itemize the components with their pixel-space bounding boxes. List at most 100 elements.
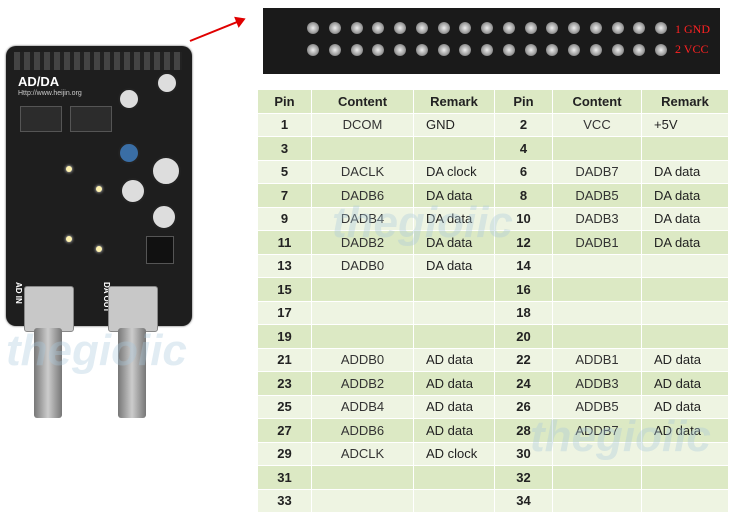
pin-content: ADDB0 (311, 347, 414, 372)
column-header: Content (552, 89, 642, 114)
board-capacitor (118, 88, 140, 110)
pin-remark: GND (413, 112, 495, 137)
gnd-label: 1 GND (675, 22, 710, 36)
watermark: thegioiic (6, 326, 187, 375)
pin-content: DCOM (311, 112, 414, 137)
pin-remark: DA data (641, 230, 729, 255)
ad-bnc-barrel (34, 328, 62, 418)
pin-content: DADB3 (552, 206, 642, 231)
pin-remark (641, 253, 729, 278)
pin-number: 3 (257, 136, 312, 161)
board-url: Http://www.heijin.org (18, 90, 82, 97)
pin-content (311, 465, 414, 490)
pin-remark (641, 277, 729, 302)
pin-remark (413, 136, 495, 161)
column-header: Pin (257, 89, 312, 114)
pin-content: ADDB3 (552, 371, 642, 396)
pin-row-top (307, 22, 667, 36)
pin-content (552, 324, 642, 349)
pin-content (311, 277, 414, 302)
pin-content: ADCLK (311, 441, 414, 466)
board-capacitor (151, 204, 177, 230)
board-button (146, 236, 174, 264)
pin-remark: AD data (641, 418, 729, 443)
pin-remark (413, 300, 495, 325)
pin-remark: AD data (641, 371, 729, 396)
pin-number: 31 (257, 465, 312, 490)
pin-number: 10 (494, 206, 553, 231)
pin-remark: AD data (413, 347, 495, 372)
da-output-label: DA OUT (102, 282, 111, 313)
pin-content: ADDB1 (552, 347, 642, 372)
pin-content: ADDB6 (311, 418, 414, 443)
watermark: thegioiic (332, 198, 513, 247)
pin-number: 23 (257, 371, 312, 396)
pin-number: 22 (494, 347, 553, 372)
pin-content (311, 324, 414, 349)
pin-remark: +5V (641, 112, 729, 137)
pin-number: 6 (494, 159, 553, 184)
board-chip (20, 106, 62, 132)
column-header: Remark (413, 89, 495, 114)
pin-remark: DA data (641, 159, 729, 184)
pin-number: 25 (257, 394, 312, 419)
pin-content: DACLK (311, 159, 414, 184)
pin-content: DADB0 (311, 253, 414, 278)
pin-content (311, 488, 414, 513)
board-title: AD/DA (18, 74, 60, 89)
table-row: 33 34 (257, 488, 729, 513)
pin-remark: AD data (413, 371, 495, 396)
board-capacitor (156, 72, 178, 94)
pin-content (552, 277, 642, 302)
pin-remark: DA data (413, 183, 495, 208)
pin-number: 33 (257, 488, 312, 513)
pin-remark: DA data (641, 206, 729, 231)
board-potentiometer (118, 142, 140, 164)
column-header: Content (311, 89, 414, 114)
ad-input-label: AD IN (14, 282, 23, 304)
pin-number: 17 (257, 300, 312, 325)
pin-number: 2 (494, 112, 553, 137)
pin-number: 20 (494, 324, 553, 349)
pin-number: 18 (494, 300, 553, 325)
pin-number: 26 (494, 394, 553, 419)
red-arrow (189, 18, 245, 42)
pin-remark: DA data (413, 230, 495, 255)
pin-number: 30 (494, 441, 553, 466)
pin-remark: AD clock (413, 441, 495, 466)
pin-content: DADB6 (311, 183, 414, 208)
board-chip (70, 106, 112, 132)
pin-remark (413, 324, 495, 349)
pin-content (552, 136, 642, 161)
da-bnc-barrel (118, 328, 146, 418)
da-bnc-connector (108, 286, 158, 332)
pin-number: 13 (257, 253, 312, 278)
pin-number: 4 (494, 136, 553, 161)
pin-remark: AD data (413, 394, 495, 419)
column-header: Pin (494, 89, 553, 114)
pin-remark: DA data (413, 253, 495, 278)
board-capacitor (151, 156, 181, 186)
pin-number: 21 (257, 347, 312, 372)
pin-number: 5 (257, 159, 312, 184)
pin-number: 9 (257, 206, 312, 231)
board-capacitor (120, 178, 146, 204)
pin-remark (413, 488, 495, 513)
pin-remark (641, 488, 729, 513)
pin-number: 34 (494, 488, 553, 513)
pin-content (552, 488, 642, 513)
pin-content (311, 300, 414, 325)
pin-number: 8 (494, 183, 553, 208)
pin-remark (413, 277, 495, 302)
pin-content: DADB4 (311, 206, 414, 231)
